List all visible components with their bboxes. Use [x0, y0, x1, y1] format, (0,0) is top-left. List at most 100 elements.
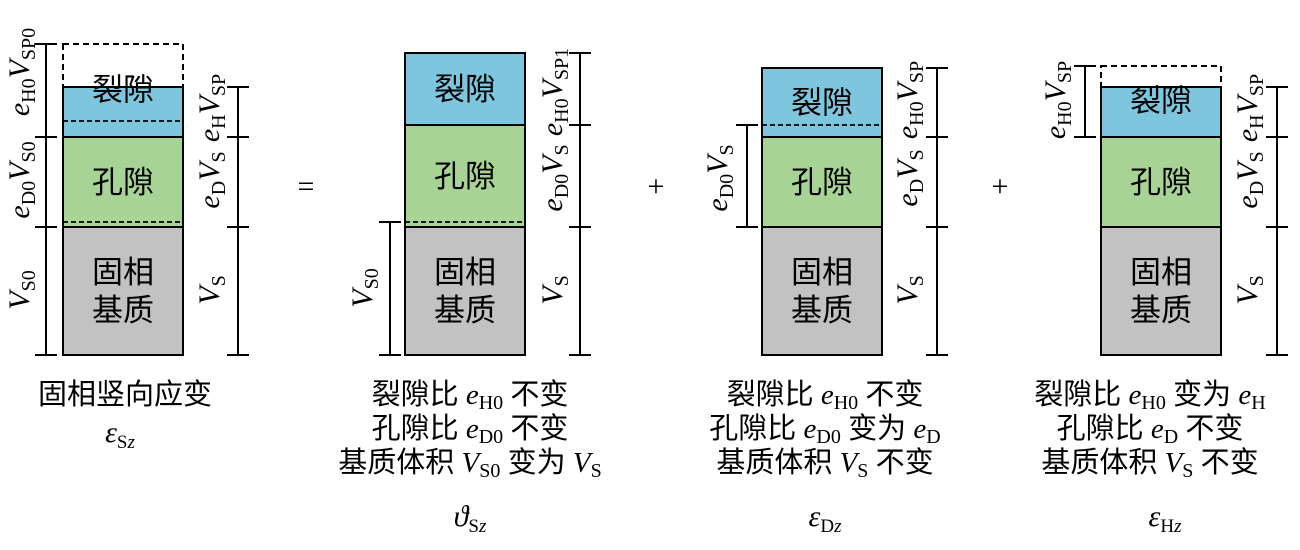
dim-label-eH0-VSP: eH0VSP: [1039, 61, 1076, 139]
pore-label: 孔隙: [92, 165, 154, 201]
dimension-variable: e: [193, 195, 226, 208]
dimension-subscript: S: [208, 275, 230, 286]
dimension-variable: V: [3, 159, 36, 181]
dimension-subscript: S: [208, 151, 230, 162]
dimension-variable: e: [536, 198, 569, 211]
plus-operator: +: [648, 170, 665, 203]
caption-text: 变为: [1165, 379, 1239, 411]
caption-subscript: D0: [816, 426, 841, 448]
dimension-variable: e: [193, 129, 226, 142]
dimension-variable: V: [1231, 159, 1264, 181]
dimension-variable: V: [3, 288, 36, 310]
symbol-sub: Dz: [820, 516, 842, 537]
dimension-subscript: H0: [906, 101, 928, 125]
dimension-variable: e: [891, 126, 924, 139]
caption-text: 不变: [1193, 447, 1259, 479]
dim-label-eD-VS: eDVS: [891, 149, 928, 206]
caption-variable: e: [803, 413, 817, 445]
pore-label: 孔隙: [434, 159, 496, 195]
symbol-panel-3: εDz: [765, 500, 885, 537]
caption-variable: V: [572, 447, 591, 479]
dimension-label-text: eD0VS: [536, 144, 573, 211]
solid-matrix-phase: [1100, 226, 1222, 356]
dimension-subscript: S0: [18, 141, 40, 162]
caption-text: 孔隙比: [371, 413, 466, 445]
caption-text: 基质体积: [338, 447, 462, 479]
symbol-base: ε: [808, 500, 821, 533]
dimension-variable: e: [3, 103, 36, 116]
dim-label-eH-VSP: eHVSP: [193, 74, 230, 142]
pore-label: 孔隙: [791, 165, 853, 201]
dim-label-VS: VS: [193, 275, 230, 304]
pore-phase: [62, 136, 184, 228]
dim-label-VS: VS: [1231, 275, 1268, 304]
dim-label-VS0: VS0: [3, 270, 40, 309]
dimension-label-text: eDVS: [891, 149, 928, 206]
symbol-base: ϑ: [453, 500, 469, 533]
caption-variable: V: [1164, 447, 1183, 479]
dimension-subscript: S: [906, 149, 928, 160]
caption-subscript: S: [590, 460, 602, 482]
caption-line: 固相竖向应变: [37, 379, 212, 411]
dimension-variable: e: [1039, 126, 1072, 139]
caption-subscript: S: [1182, 460, 1194, 482]
dimension-variable: V: [536, 76, 569, 98]
caption-variable: e: [913, 413, 927, 445]
dimension-subscript: S0: [18, 270, 40, 291]
caption-variable: e: [1128, 379, 1142, 411]
dimension-variable: V: [346, 286, 379, 308]
dimension-label-text: VS0: [3, 270, 40, 309]
symbol-sub: Sz: [116, 432, 135, 453]
caption-panel-2: 裂隙比 eH0 不变孔隙比 eD0 不变基质体积 VS0 变为 VS: [290, 378, 650, 482]
dimension-variable: e: [1231, 129, 1264, 142]
dim-label-VS: VS: [891, 275, 928, 304]
caption-line: 基质体积 VS 不变: [660, 446, 990, 481]
caption-text: 不变: [503, 413, 569, 445]
symbol-sub: Sz: [468, 516, 487, 537]
caption-text: 裂隙比: [371, 379, 466, 411]
caption-text: 不变: [858, 379, 924, 411]
dimension-label-text: eH0VSP1: [536, 48, 573, 136]
caption-line: 基质体积 VS0 变为 VS: [290, 446, 650, 482]
dim-label-eH-VSP: eHVSP: [1231, 74, 1268, 142]
dim-label-eD0-VS: eD0VS: [701, 144, 738, 211]
caption-variable: e: [1238, 379, 1252, 411]
dimension-label-text: eDVS: [193, 151, 230, 208]
solid-matrix-phase: [761, 226, 883, 356]
caption-variable: e: [1150, 413, 1164, 445]
dimension-subscript: D: [1246, 181, 1268, 195]
dimension-label-text: eDVS: [1231, 151, 1268, 208]
dimension-subscript: SP: [208, 74, 230, 96]
dimension-label-text: VS: [1231, 275, 1268, 304]
fissure-label: 裂隙: [1130, 84, 1192, 120]
dimension-label-text: eD0VS0: [3, 141, 40, 218]
caption-variable: e: [465, 379, 479, 411]
caption-text: 孔隙比: [709, 413, 804, 445]
caption-text: 裂隙比: [726, 379, 821, 411]
dimension-label-text: VS: [536, 275, 573, 304]
fissure-phase: [404, 52, 526, 126]
dimension-subscript: D: [208, 181, 230, 195]
dim-label-eD-VS: eDVS: [1231, 151, 1268, 208]
dimension-variable: V: [1039, 79, 1072, 101]
matrix-label-line2: 基质: [791, 293, 853, 329]
caption-subscript: H0: [478, 392, 504, 414]
dimension-label-text: VS0: [346, 268, 383, 307]
dim-label-VS: VS: [536, 275, 573, 304]
dimension-subscript: H0: [18, 78, 40, 102]
dimension-subscript: H: [208, 114, 230, 128]
caption-subscript: H0: [833, 392, 859, 414]
pore-phase: [404, 124, 526, 228]
dimension-variable: V: [193, 159, 226, 181]
caption-subscript: D: [926, 426, 941, 448]
matrix-label-line2: 基质: [1130, 293, 1192, 329]
dimension-label-text: eH0VSP: [891, 61, 928, 139]
caption-text: 不变: [868, 447, 934, 479]
caption-line: 孔隙比 eD 不变: [1000, 412, 1300, 447]
dimension-subscript: SP1: [551, 48, 573, 80]
dimension-subscript: D: [906, 179, 928, 193]
pore-phase: [1100, 136, 1222, 228]
dimension-label-text: eHVSP: [193, 74, 230, 142]
